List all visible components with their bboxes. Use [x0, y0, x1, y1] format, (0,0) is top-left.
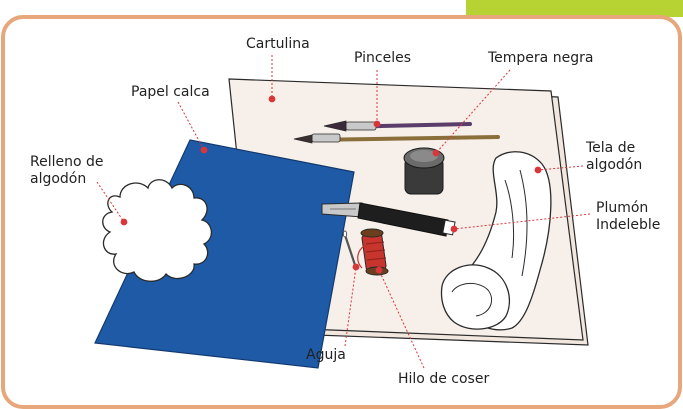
label-relleno-line2: algodón [30, 171, 87, 187]
label-relleno: Relleno de algodón [30, 154, 104, 188]
leader-dots [120, 95, 542, 274]
label-tempera: Tempera negra [488, 50, 594, 66]
label-tela-line1: Tela de [586, 140, 636, 156]
brushes-icon [293, 120, 500, 144]
label-tela: Tela de algodón [586, 140, 642, 174]
label-relleno-line1: Relleno de [30, 154, 104, 170]
label-aguja: Aguja [306, 347, 346, 363]
cotton-cloth-icon [440, 151, 552, 331]
label-plumon-line1: Plumón [596, 200, 649, 216]
leader-lines [96, 55, 591, 369]
thread-spool-icon [357, 228, 389, 276]
label-tela-line2: algodón [586, 157, 643, 173]
label-cartulina: Cartulina [246, 36, 310, 52]
label-plumon-line2: Indeleble [596, 217, 661, 233]
cotton-stuffing-icon [102, 179, 212, 282]
label-plumon: Plumón Indeleble [596, 200, 660, 234]
label-papel-calca: Papel calca [131, 84, 210, 100]
marker-icon [321, 202, 456, 237]
tracing-paper-icon [94, 139, 355, 369]
label-hilo: Hilo de coser [398, 371, 490, 387]
header-tab [466, 0, 683, 17]
label-pinceles: Pinceles [354, 50, 412, 66]
needle-icon [342, 230, 358, 270]
